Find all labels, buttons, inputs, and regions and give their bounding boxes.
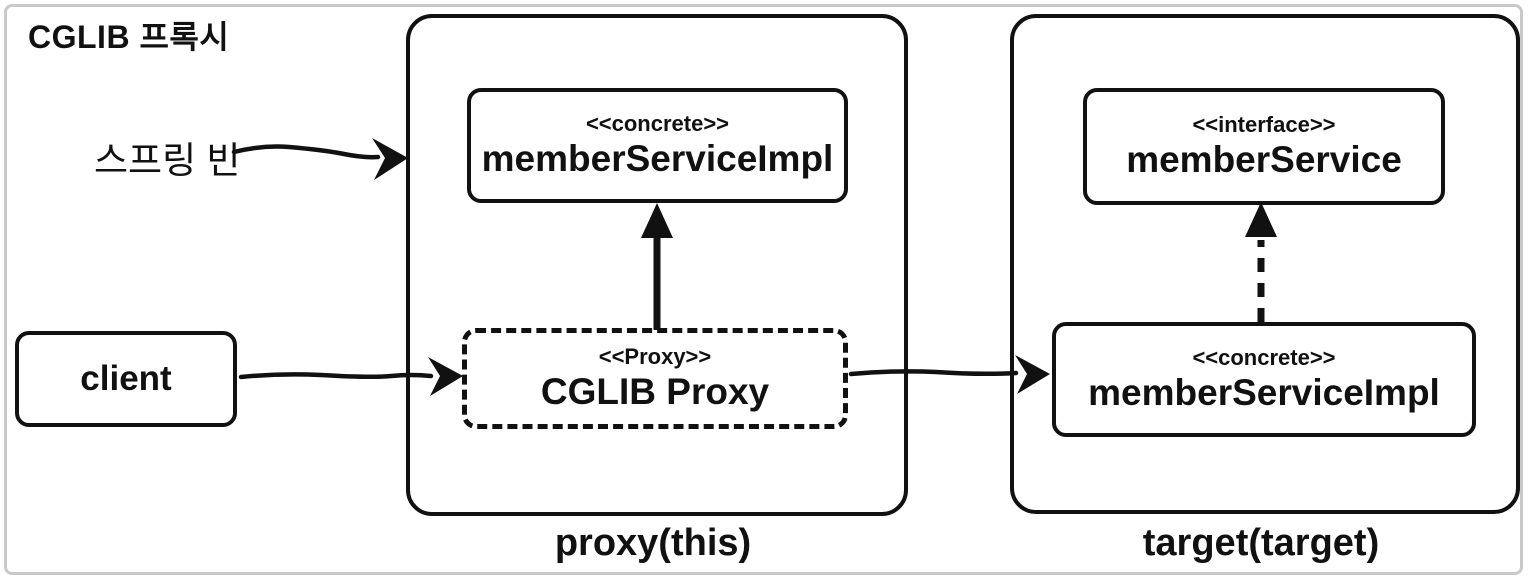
stereotype-label: <<interface>> — [1192, 111, 1336, 137]
class-name-label: CGLIB Proxy — [540, 370, 770, 412]
client-label: client — [80, 359, 172, 398]
stereotype-label: <<Proxy>> — [598, 343, 712, 369]
member-service-interface-box: <<interface>> memberService — [1083, 88, 1445, 205]
diagram-title: CGLIB 프록시 — [28, 19, 230, 55]
proxy-member-service-impl-box: <<concrete>> memberServiceImpl — [467, 88, 848, 203]
class-name-label: memberServiceImpl — [1088, 371, 1440, 413]
stereotype-label: <<concrete>> — [585, 110, 730, 136]
stereotype-label: <<concrete>> — [1192, 344, 1336, 370]
target-member-service-impl-box: <<concrete>> memberServiceImpl — [1052, 322, 1476, 437]
class-name-label: memberServiceImpl — [481, 137, 834, 179]
target-caption: target(target) — [1142, 522, 1380, 564]
client-box: client — [15, 331, 237, 427]
class-name-label: memberService — [1126, 138, 1402, 180]
spring-bean-arrow — [231, 138, 408, 180]
spring-bean-label: 스프링 빈 — [94, 140, 241, 181]
cglib-proxy-box: <<Proxy>> CGLIB Proxy — [462, 328, 848, 429]
proxy-caption: proxy(this) — [554, 522, 752, 564]
